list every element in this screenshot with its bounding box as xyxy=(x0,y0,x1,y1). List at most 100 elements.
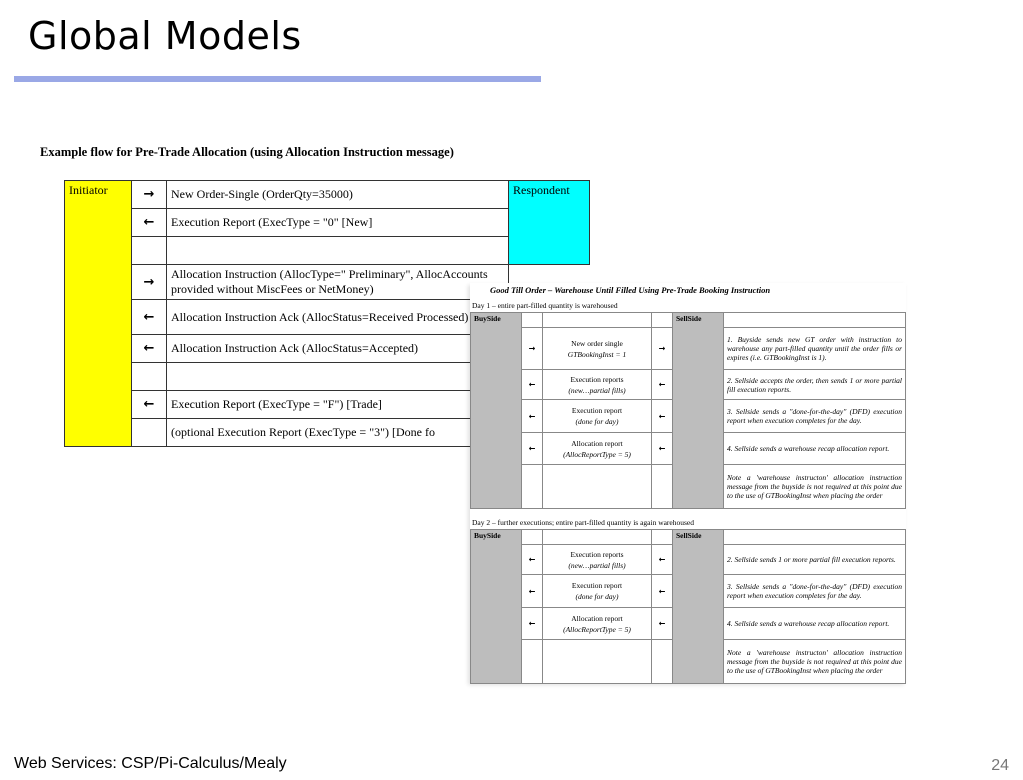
arrow-left-icon: ← xyxy=(521,399,543,433)
message-name: Allocation report xyxy=(571,613,623,623)
arrow-left-icon: ← xyxy=(131,334,167,363)
empty-cell xyxy=(723,529,906,545)
buyside-column: BuySide xyxy=(470,312,522,509)
flow-message xyxy=(166,236,509,265)
message-cell: Execution report (done for day) xyxy=(542,399,652,433)
day1-label: Day 1 – entire part-filled quantity is w… xyxy=(472,301,618,310)
respondent-column: Respondent xyxy=(508,180,590,265)
empty-cell xyxy=(542,464,652,509)
empty-cell xyxy=(131,418,167,447)
flow-row: ←Execution Report (ExecType = "0" [New] xyxy=(65,208,590,237)
arrow-left-icon: ← xyxy=(521,544,543,575)
message-cell: Execution report (done for day) xyxy=(542,574,652,608)
message-detail: GTBookingInst = 1 xyxy=(567,349,627,359)
buyside-column: BuySide xyxy=(470,529,522,684)
message-detail: (AllocReportType = 5) xyxy=(563,624,631,634)
doc-b-heading: Good Till Order – Warehouse Until Filled… xyxy=(490,285,771,295)
arrow-right-icon: → xyxy=(651,327,673,370)
empty-cell xyxy=(131,236,167,265)
step-description: 2. Sellside sends 1 or more partial fill… xyxy=(723,544,906,575)
step-description: 4. Sellside sends a warehouse recap allo… xyxy=(723,432,906,465)
title-underline xyxy=(14,76,541,82)
message-name: Execution reports xyxy=(570,549,624,559)
arrow-right-icon: → xyxy=(521,327,543,370)
initiator-column: Initiator xyxy=(64,180,132,447)
arrow-left-icon: ← xyxy=(131,208,167,237)
empty-cell xyxy=(521,464,543,509)
flow-message: Execution Report (ExecType = "F") [Trade… xyxy=(166,390,509,419)
gtc-warehouse-document: Good Till Order – Warehouse Until Filled… xyxy=(470,283,906,684)
note-row: Note a 'warehouse instructon' allocation… xyxy=(471,639,906,684)
pretrade-flow-table: Initiator→New Order-Single (OrderQty=350… xyxy=(64,180,590,447)
message-name: Allocation report xyxy=(571,438,623,448)
arrow-left-icon: ← xyxy=(651,574,673,608)
arrow-left-icon: ← xyxy=(651,432,673,465)
step-description: 3. Sellside sends a "done-for-the-day" (… xyxy=(723,399,906,433)
empty-cell xyxy=(521,639,543,684)
arrow-left-icon: ← xyxy=(521,607,543,640)
empty-cell xyxy=(521,312,543,328)
note-text: Note a 'warehouse instructon' allocation… xyxy=(723,464,906,509)
arrow-left-icon: ← xyxy=(651,369,673,400)
slide-title: Global Models xyxy=(28,14,302,58)
empty-cell xyxy=(651,312,673,328)
message-row: ←Execution reports(new…partial fills)←2.… xyxy=(471,544,906,575)
empty-cell xyxy=(542,639,652,684)
empty-cell xyxy=(521,529,543,545)
flow-row: ←Allocation Instruction Ack (AllocStatus… xyxy=(65,334,590,363)
empty-cell xyxy=(651,639,673,684)
arrow-right-icon: → xyxy=(131,180,167,209)
flow-message xyxy=(166,362,509,391)
header-row: BuySide SellSide xyxy=(470,312,906,509)
page-number: 24 xyxy=(991,757,1009,774)
message-name: Execution reports xyxy=(570,374,624,384)
sellside-column: SellSide xyxy=(672,312,724,509)
message-row: ← Execution report (done for day) ← 3. Sells… xyxy=(471,399,906,433)
step-description: 2. Sellside accepts the order, then send… xyxy=(723,369,906,400)
flow-message: (optional Execution Report (ExecType = "… xyxy=(166,418,509,447)
arrow-left-icon: ← xyxy=(521,432,543,465)
flow-row: ←Execution Report (ExecType = "F") [Trad… xyxy=(65,390,590,419)
arrow-left-icon: ← xyxy=(131,299,167,335)
step-description: 1. Buyside sends new GT order with instr… xyxy=(723,327,906,370)
message-name: Execution report xyxy=(571,581,623,590)
message-cell: Allocation report(AllocReportType = 5) xyxy=(542,432,652,465)
flow-message: Allocation Instruction (AllocType=" Prel… xyxy=(166,264,509,300)
arrow-left-icon: ← xyxy=(521,369,543,400)
empty-cell xyxy=(542,312,652,328)
message-row: ←Allocation report(AllocReportType = 5)←… xyxy=(471,607,906,640)
empty-cell xyxy=(651,529,673,545)
flow-row: Initiator→New Order-Single (OrderQty=350… xyxy=(64,180,590,447)
message-row: ←Execution report(done for day)←3. Sells… xyxy=(471,574,906,608)
note-text: Note a 'warehouse instructon' allocation… xyxy=(723,639,906,684)
message-name: New order single xyxy=(571,338,623,348)
flow-message: Allocation Instruction Ack (AllocStatus=… xyxy=(166,334,509,363)
empty-cell xyxy=(131,362,167,391)
arrow-left-icon: ← xyxy=(651,544,673,575)
step-description: 3. Sellside sends a "done-for-the-day" (… xyxy=(723,574,906,608)
message-name: Execution report xyxy=(571,406,623,415)
message-cell: Execution reports(new…partial fills) xyxy=(542,544,652,575)
day2-label: Day 2 – further executions; entire part-… xyxy=(472,518,695,527)
message-detail: (new…partial fills) xyxy=(568,385,626,395)
arrow-right-icon: → xyxy=(131,264,167,300)
flow-row xyxy=(65,236,590,265)
empty-cell xyxy=(651,464,673,509)
flow-row: ←Allocation Instruction Ack (AllocStatus… xyxy=(65,299,590,335)
message-cell: Execution reports(new…partial fills) xyxy=(542,369,652,400)
empty-cell xyxy=(723,312,906,328)
arrow-left-icon: ← xyxy=(651,607,673,640)
message-detail: (done for day) xyxy=(575,592,619,601)
message-detail: (AllocReportType = 5) xyxy=(563,449,631,459)
footer-text: Web Services: CSP/Pi-Calculus/Mealy xyxy=(14,755,287,772)
message-detail: (new…partial fills) xyxy=(568,560,626,570)
flow-message: New Order-Single (OrderQty=35000) xyxy=(166,180,509,209)
arrow-left-icon: ← xyxy=(651,399,673,433)
message-detail: (done for day) xyxy=(575,417,619,426)
message-cell: Allocation report(AllocReportType = 5) xyxy=(542,607,652,640)
step-description: 4. Sellside sends a warehouse recap allo… xyxy=(723,607,906,640)
